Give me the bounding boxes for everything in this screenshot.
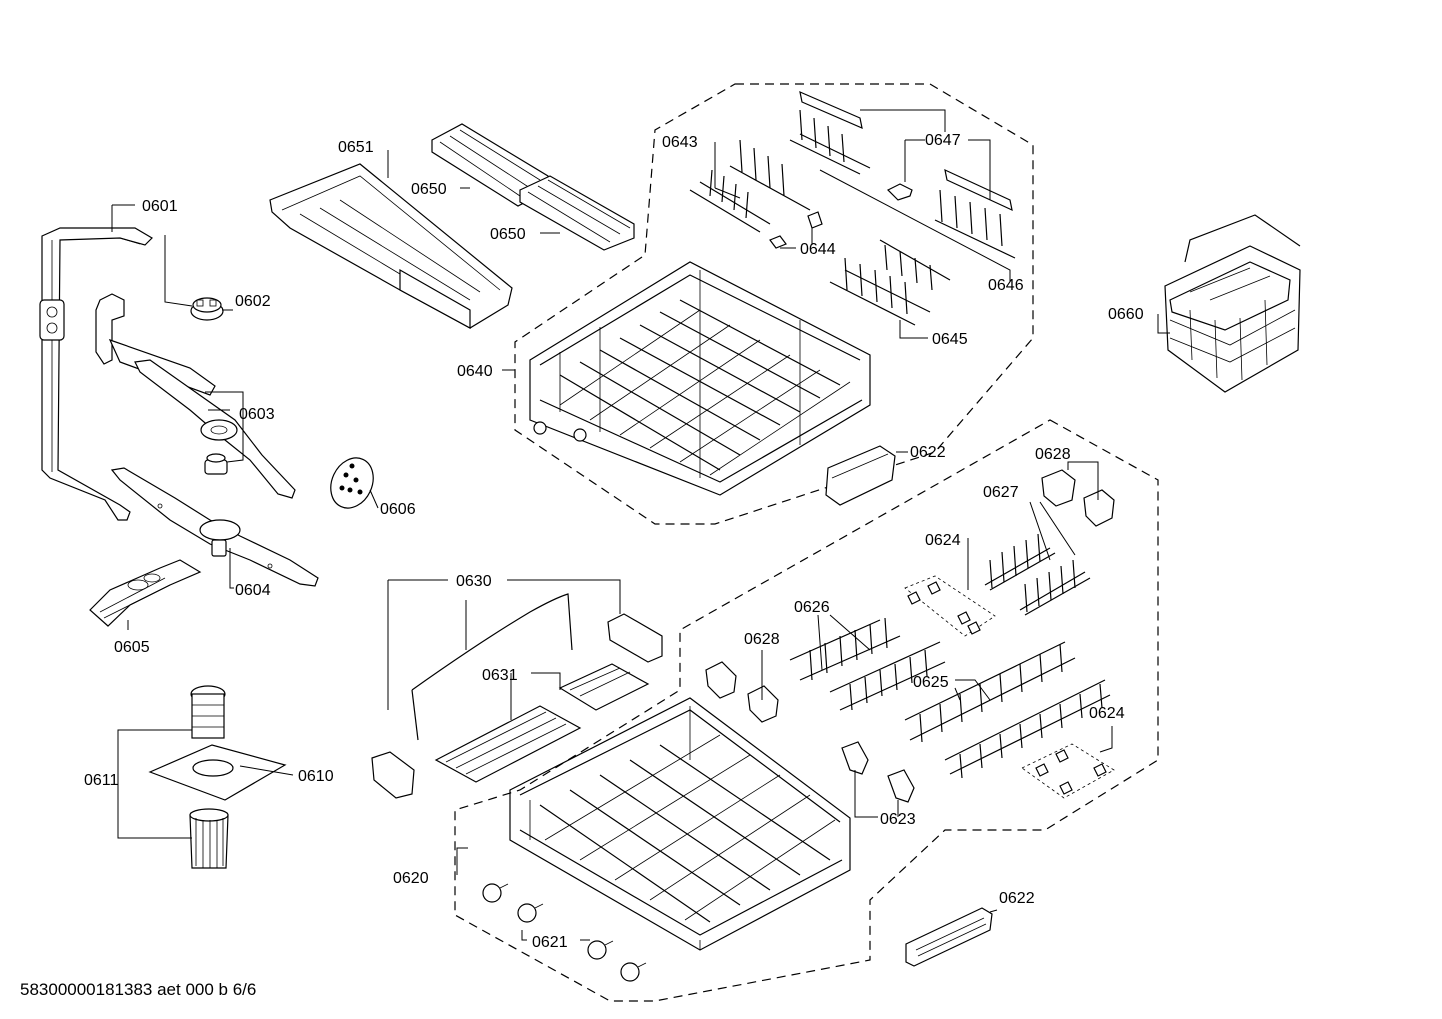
tine-row-part-0631 <box>434 663 650 783</box>
cutlery-basket-part <box>1164 214 1301 393</box>
filter-assembly-part <box>148 685 287 869</box>
label-0630: 0630 <box>456 573 492 590</box>
label-0631: 0631 <box>482 667 518 684</box>
lower-basket-group-outline <box>454 419 1159 1002</box>
label-0623: 0623 <box>880 811 916 828</box>
label-0621: 0621 <box>532 934 568 951</box>
clip-set-part-0624-top <box>904 575 996 637</box>
clip-part-0628-mid <box>705 661 779 723</box>
label-0620: 0620 <box>393 870 429 887</box>
upper-basket-group-outline <box>514 83 1034 525</box>
label-0650-b: 0650 <box>490 226 526 243</box>
label-0602: 0602 <box>235 293 271 310</box>
handle-part-0622-upper <box>825 445 896 506</box>
nut-part <box>190 297 224 321</box>
label-0645: 0645 <box>932 331 968 348</box>
rack-part-0627 <box>984 533 1091 616</box>
label-0622-lower: 0622 <box>999 890 1035 907</box>
part-labels: 0601 0602 0603 0604 0605 0606 0610 0611 … <box>84 132 1144 951</box>
label-0646: 0646 <box>988 277 1024 294</box>
micro-filter-part <box>89 559 202 627</box>
document-code: 58300000181383 aet 000 b 6/6 <box>20 980 257 999</box>
label-0605: 0605 <box>114 639 150 656</box>
clip-set-part-0624-bottom <box>1021 743 1115 799</box>
label-0624-bottom: 0624 <box>1089 705 1125 722</box>
label-0622-upper: 0622 <box>910 444 946 461</box>
label-0604: 0604 <box>235 582 271 599</box>
label-0651: 0651 <box>338 139 374 156</box>
rail-part-0630 <box>371 593 663 799</box>
label-0606: 0606 <box>380 501 416 518</box>
label-0626: 0626 <box>794 599 830 616</box>
label-0660: 0660 <box>1108 306 1144 323</box>
wheel-part-0621 <box>482 883 647 982</box>
rack-part-0626 <box>789 617 946 711</box>
label-0644: 0644 <box>800 241 836 258</box>
fold-down-rack-part-0643 <box>689 139 811 233</box>
rack-part-0647 <box>789 90 1016 259</box>
upper-spray-arm-part <box>95 293 296 499</box>
label-0627: 0627 <box>983 484 1019 501</box>
cutlery-tray-part <box>269 163 513 330</box>
clip-part-0644 <box>769 211 823 249</box>
supply-tube-part <box>39 227 153 521</box>
label-0647: 0647 <box>925 132 961 149</box>
lower-spray-arm-part <box>110 467 319 587</box>
upper-basket-part <box>529 261 871 496</box>
label-0625: 0625 <box>913 674 949 691</box>
label-0628-mid: 0628 <box>744 631 780 648</box>
tray-insert-part-b <box>519 175 635 251</box>
handle-part-0622-lower <box>905 907 993 967</box>
clip-part-0623 <box>841 741 915 803</box>
lower-basket-part <box>509 697 851 951</box>
label-0603: 0603 <box>239 406 275 423</box>
label-0601: 0601 <box>142 198 178 215</box>
rack-part-0645 <box>829 239 951 326</box>
label-0624-top: 0624 <box>925 532 961 549</box>
label-0610: 0610 <box>298 768 334 785</box>
cover-disc-part <box>330 457 374 509</box>
clip-part-0628-top <box>1041 469 1115 527</box>
label-0640: 0640 <box>457 363 493 380</box>
leader-lines <box>111 109 1170 941</box>
label-0611: 0611 <box>84 772 119 789</box>
label-0628-top: 0628 <box>1035 446 1071 463</box>
rack-part-0625 <box>904 641 1111 779</box>
label-0643: 0643 <box>662 134 698 151</box>
label-0650-a: 0650 <box>411 181 447 198</box>
